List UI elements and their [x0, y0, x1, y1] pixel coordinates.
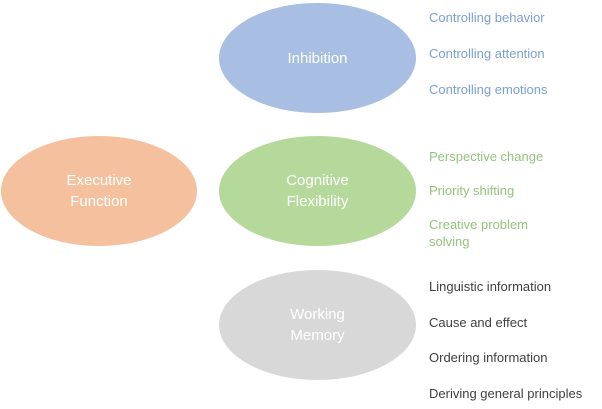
working-memory-label: Working Memory	[290, 306, 345, 344]
inhibition-item: Controlling emotions	[429, 82, 548, 97]
cognitive-flexibility-label: Cognitive Flexibility	[286, 172, 349, 210]
inhibition-item: Controlling attention	[429, 46, 545, 61]
executive-function-node: Executive Function	[1, 136, 197, 246]
working-memory-item: Deriving general principles	[429, 386, 583, 401]
working-memory-item: Ordering information	[429, 350, 548, 365]
inhibition-item: Controlling behavior	[429, 10, 545, 25]
cognitive-flexibility-item: Creative problem solving	[429, 217, 528, 249]
inhibition-node: Inhibition	[219, 3, 416, 113]
working-memory-node: Working Memory	[219, 270, 416, 380]
working-memory-item: Linguistic information	[429, 279, 552, 294]
cognitive-flexibility-item: Perspective change	[429, 149, 544, 164]
inhibition-label: Inhibition	[287, 49, 348, 67]
executive-function-label: Executive Function	[66, 172, 132, 210]
working-memory-item: Cause and effect	[429, 315, 528, 330]
cognitive-flexibility-node: Cognitive Flexibility	[219, 136, 416, 246]
cognitive-flexibility-item: Priority shifting	[429, 183, 515, 198]
